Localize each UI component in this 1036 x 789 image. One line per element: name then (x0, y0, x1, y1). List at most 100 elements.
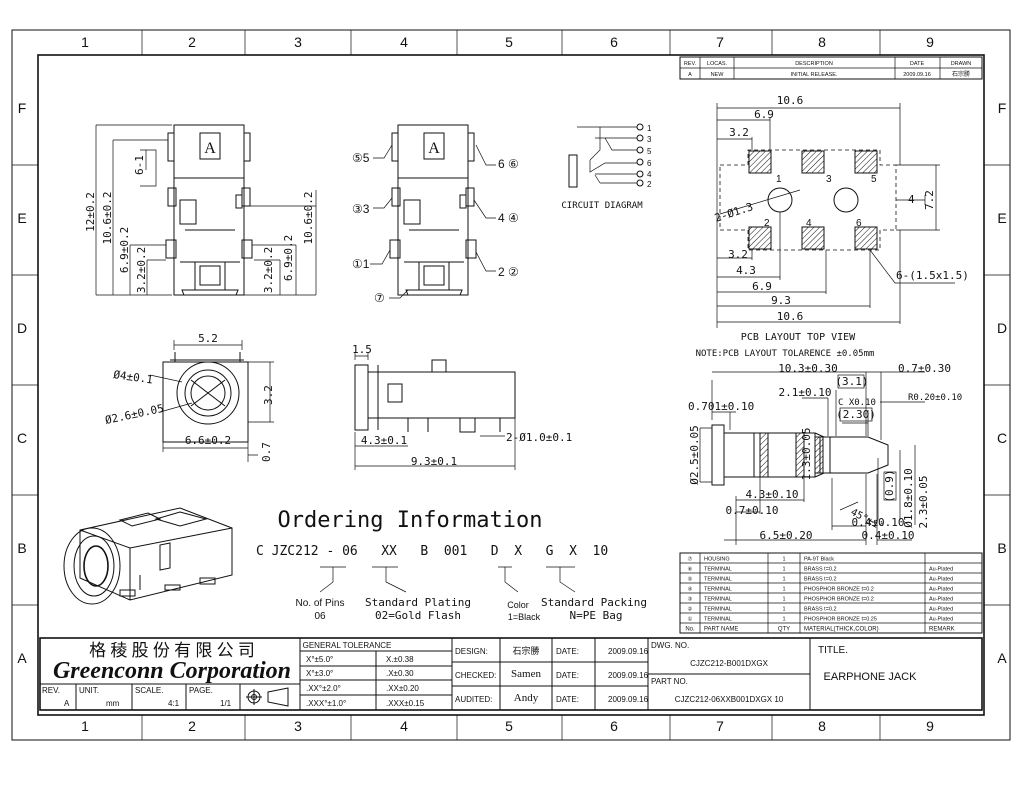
bom-row-cell: Au-Plated (929, 587, 953, 593)
pad-2 (748, 226, 772, 250)
col-3: 3 (294, 34, 302, 50)
row-f: F (18, 100, 27, 116)
bom-row-cell: TERMINAL (704, 607, 732, 613)
col-2: 2 (188, 34, 196, 50)
bom-row-cell: TERMINAL (704, 577, 732, 583)
end-dim-4: Ø4±0.1 (113, 368, 154, 386)
title-block: 格 稜 股 份 有 限 公 司 Greenconn Corporation RE… (39, 637, 983, 711)
row-e: E (17, 210, 26, 226)
rev-h-drawn: DRAWN (951, 61, 972, 67)
tol-r4-b: .XXX±0.15 (386, 699, 425, 708)
col-6-bottom: 6 (610, 718, 618, 734)
circuit-pin-2: 2 (647, 180, 652, 189)
part-value: CJZC212-06XXB001DXGX 10 (675, 695, 784, 704)
row-markers: F E D C B A F E D C B A (12, 100, 1010, 666)
plug-dim-0-7-bot: 0.7±0.10 (726, 504, 779, 517)
col-7-bottom: 7 (716, 718, 724, 734)
bom-row-cell: TERMINAL (704, 587, 732, 593)
pin-label-5: ⑤5 (352, 151, 370, 165)
pad-num-6: 6 (856, 218, 862, 229)
tol-r3-a: .XX°±2.0° (306, 684, 341, 693)
checked-value: Samen (511, 668, 541, 680)
pin-label-4: 4 ④ (498, 211, 519, 225)
bom-header-cell: QTY (778, 627, 790, 633)
plug-dim-0-9: (0.9) (883, 469, 896, 502)
bom-row-cell: 1 (782, 567, 785, 573)
tol-r2-b: .X±0.30 (386, 669, 414, 678)
ordering-color-label: Color (507, 600, 529, 610)
tol-r1-a: X°±5.0° (306, 655, 333, 664)
bom-row-cell: PHOSPHOR BRONZE t=0.25 (804, 617, 877, 623)
page-label: PAGE. (189, 686, 213, 695)
company-en: Greenconn Corporation (53, 658, 291, 684)
pcb-hole-label: 2-Ø1.3 (713, 200, 755, 225)
bom-row-cell: TERMINAL (704, 597, 732, 603)
ordering-packing-value: N=PE Bag (570, 609, 623, 622)
bom-row-cell: Au-Plated (929, 567, 953, 573)
dim-3-2-right: 3.2±0.2 (262, 247, 275, 293)
rev-label: REV. (42, 686, 60, 695)
ordering-info: Ordering Information C JZC212 - 06 XX B … (256, 508, 647, 622)
col-8: 8 (818, 34, 826, 50)
plug-dim-0-7-top: 0.7±0.30 (898, 362, 951, 375)
circuit-caption: CIRCUIT DIAGRAM (561, 201, 643, 211)
row-b: B (17, 540, 26, 556)
bom-row-cell: BRASS t=0.2 (804, 577, 837, 583)
col-5: 5 (505, 34, 513, 50)
pcb-dim-7-2: 7.2 (923, 190, 936, 210)
pcb-dim-9-3-bot: 9.3 (771, 294, 791, 307)
ordering-code: C JZC212 - 06 XX B 001 D X G X 10 (256, 544, 608, 559)
col-5-bottom: 5 (505, 718, 513, 734)
bom-row-cell: PA-9T Black (804, 557, 834, 563)
circuit-pin-4: 4 (647, 170, 652, 179)
rev-r-desc: INITIAL RELEASE. (791, 72, 838, 78)
col-4: 4 (400, 34, 408, 50)
bom-row-cell: ⑤ (688, 576, 693, 583)
bom-header-cell: No. (685, 627, 695, 633)
end-dim-3-2: 3.2 (262, 385, 275, 405)
dim-6-1: 6-1 (133, 155, 146, 175)
plug-dim-0-701: 0.701±0.10 (688, 400, 754, 413)
col-9: 9 (926, 34, 934, 50)
plug-dim-6-5: 6.5±0.20 (760, 529, 813, 542)
plug-dim-4-3: 4.3±0.10 (746, 488, 799, 501)
circuit-pin-1: 1 (647, 124, 652, 133)
side-dim-4-3: 4.3±0.1 (361, 434, 407, 447)
bom-row-cell: Au-Plated (929, 597, 953, 603)
bom-row-cell: 1 (782, 557, 785, 563)
side-dim-9-3: 9.3±0.1 (411, 455, 457, 468)
pin-label-7: ⑦ (374, 291, 385, 305)
row-a: A (17, 650, 27, 666)
ordering-color-value: 1=Black (508, 612, 541, 622)
rev-r-locas: NEW (711, 72, 725, 78)
ordering-plating-value: 02=Gold Flash (375, 609, 461, 622)
pad-num-2: 2 (764, 218, 770, 229)
pin-view: A ⑤5 ③3 ①1 ⑦ 6 ⑥ 4 ④ 2 ② (352, 124, 519, 305)
rev-r-rev: A (688, 72, 692, 78)
row-f-right: F (998, 100, 1007, 116)
pin-a-marker: A (428, 140, 440, 157)
bom-header-cell: PART NAME (704, 627, 738, 633)
rev-r-drawn: 石宗勝 (952, 70, 970, 78)
end-view: 5.2 Ø4±0.1 Ø2.6±0.05 3.2 6.6±0.2 0.7 (104, 332, 275, 462)
pin-label-3: ③3 (352, 202, 370, 216)
title-label: TITLE. (818, 645, 848, 656)
col-3-bottom: 3 (294, 718, 302, 734)
rev-h-desc: DESCRIPTION (795, 61, 833, 67)
bom-row-cell: ⑥ (688, 566, 693, 573)
col-4-bottom: 4 (400, 718, 408, 734)
end-dim-6-6: 6.6±0.2 (185, 434, 231, 447)
tol-r3-b: .XX±0.20 (386, 684, 419, 693)
circuit-diagram: 1 3 5 6 4 2 CIRCUIT DIAGRAM (561, 123, 652, 211)
pcb-dim-3-2-bot: 3.2 (728, 248, 748, 261)
bom-row-cell: ③ (688, 596, 693, 603)
pcb-dim-6-9-top: 6.9 (754, 108, 774, 121)
pcb-dim-6-9-bot: 6.9 (752, 280, 772, 293)
pad-num-4: 4 (806, 218, 812, 229)
scale-value: 4:1 (168, 699, 180, 708)
dim-6-9-right: 6.9±0.2 (282, 235, 295, 281)
pcb-dim-10-6-bot: 10.6 (777, 310, 804, 323)
side-view: 1.5 4.3±0.1 2-Ø1.0±0.1 9.3±0.1 (352, 343, 572, 470)
design-value: 石宗勝 (512, 645, 539, 656)
